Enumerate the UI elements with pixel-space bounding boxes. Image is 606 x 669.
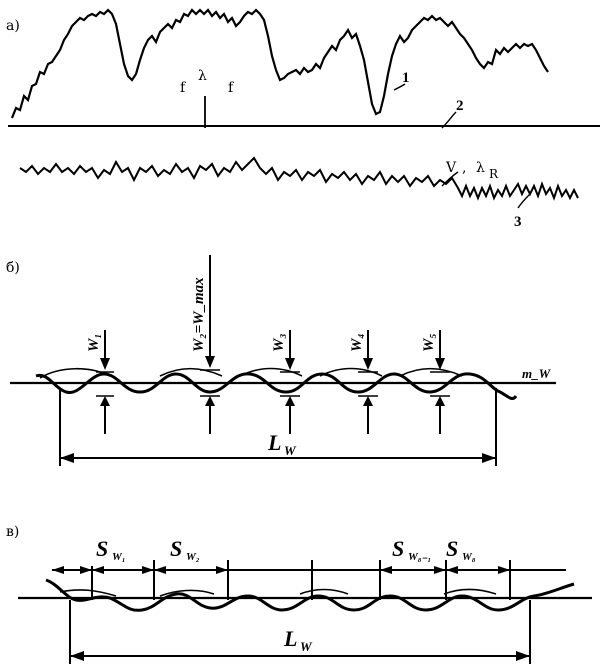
lw-arrow-right [482,453,496,463]
panel-a-label: а) [6,18,20,34]
v-label: V [445,160,457,176]
profile-curve-1 [10,8,549,119]
panel-a: а) f λ f 1 2 V , λ R 3 [6,8,600,230]
s3-label: S [392,536,404,561]
lw-arrow-left [60,453,74,463]
w5-label: W₅ [421,333,437,352]
lw-label-c: L [283,626,297,651]
spacing-ticks [52,560,511,600]
curve-1-number: 1 [402,70,410,86]
lw-label-b: L [267,430,281,455]
curve-2-leader [441,111,457,129]
w-arrows [96,255,450,373]
s4-label: S [446,536,458,561]
lambda-label: λ [198,68,207,84]
w3-label: W₃ [271,333,287,352]
profile-curve-3 [19,156,579,201]
panel-c-label: в) [6,524,19,540]
s1-sub: W₁ [112,551,126,563]
r-subscript: R [489,167,499,181]
curve-3-number: 3 [514,214,522,230]
waviness-profile-c [45,578,575,612]
s1-label: S [96,536,108,561]
w2-label: W₂=W_max [191,277,207,352]
lw-sub-b: W [284,443,297,458]
lw-arrow-left-c [70,651,84,661]
waviness-profile-b [35,372,518,400]
lambda-r-label: λ [476,160,485,176]
waviness-upper-trace-c [59,588,497,597]
lw-arrow-right-c [516,651,530,661]
v-separator: , [462,160,466,176]
w1-label: W₁ [86,333,102,352]
s2-sub: W₂ [186,551,200,563]
s3-sub: W₈₋₁ [408,551,431,563]
lw-sub-c: W [300,639,313,654]
curve-2-number: 2 [456,98,464,114]
f-right-label: f [228,80,235,96]
panel-b-label: б) [6,260,20,276]
f-left-label: f [180,80,187,96]
s2-label: S [170,536,182,561]
waviness-upper-trace [39,367,463,379]
v-leader [441,171,459,187]
s4-sub: W₈ [462,551,476,563]
w4-label: W₄ [349,333,365,352]
panel-b: б) [6,255,556,466]
panel-c: в) S W₁ S W₂ S W₈₋₁ S [6,524,592,664]
curve-3-leader [517,193,531,209]
w-bottom-arrows [96,395,450,434]
curve-1-leader [393,83,406,91]
mw-label: m_W [522,366,552,381]
